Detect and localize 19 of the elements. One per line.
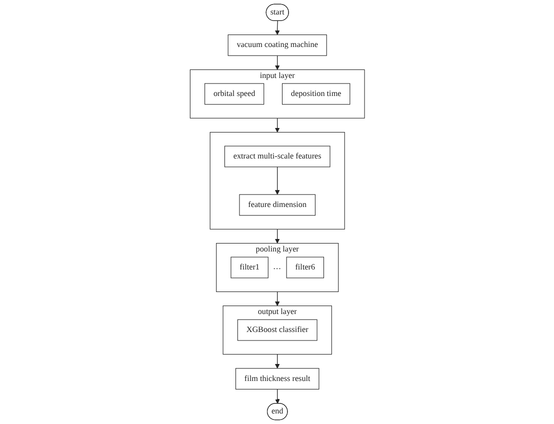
arrow xyxy=(274,291,280,306)
node-box: extract multi-scale features xyxy=(224,146,330,168)
ellipsis-label: … xyxy=(272,263,282,272)
node-box: deposition time xyxy=(282,83,350,105)
arrow xyxy=(274,388,280,404)
arrow xyxy=(274,20,280,35)
arrow xyxy=(274,118,280,132)
node-box: filter6 xyxy=(286,256,324,278)
node-box: vacuum coating machine xyxy=(227,34,327,56)
arrow xyxy=(274,354,280,369)
cluster xyxy=(209,132,345,230)
node-box: feature dimension xyxy=(238,194,316,216)
arrow xyxy=(274,166,280,195)
arrow xyxy=(274,55,280,70)
node-box: XGBoost classifier xyxy=(237,319,317,341)
node-box: orbital speed xyxy=(204,83,264,105)
node-box: film thickness result xyxy=(235,368,319,390)
node-box: filter1 xyxy=(230,256,268,278)
arrow xyxy=(274,228,280,244)
